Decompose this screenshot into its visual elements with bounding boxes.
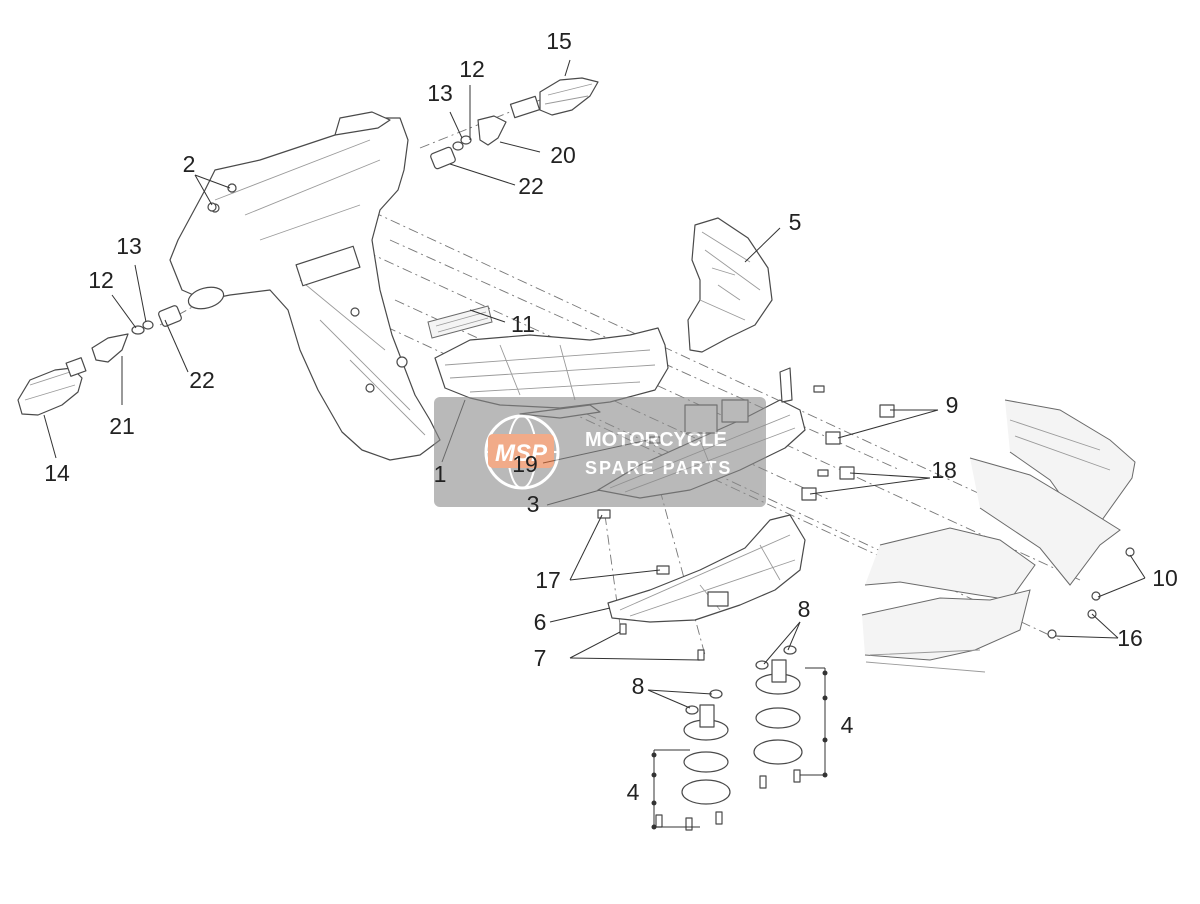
callout-14: 14 [44,460,70,486]
license-lamp-holder-right [753,645,803,765]
callout-1: 1 [434,461,447,487]
callout-8-left: 8 [632,673,645,699]
watermark-line1: MOTORCYCLE [585,429,727,451]
callout-20: 20 [550,142,576,168]
callout-4-right: 4 [841,712,854,738]
left-turn-signal [17,286,225,416]
callout-19: 19 [512,451,538,477]
watermark: MSP MOTORCYCLE SPARE PARTS [434,397,766,507]
callout-22-left: 22 [189,367,215,393]
callout-22-top: 22 [518,173,544,199]
callout-10: 10 [1152,565,1178,591]
reflector-part [427,305,493,339]
callout-9: 9 [946,392,959,418]
right-turn-signal [430,77,599,170]
callout-6: 6 [534,609,547,635]
taillight-assembly [434,327,669,419]
lower-tray-part [607,514,806,623]
callout-15: 15 [546,28,572,54]
watermark-background [434,397,766,507]
callout-13-left: 13 [116,233,142,259]
callout-17: 17 [535,567,561,593]
callout-18: 18 [931,457,957,483]
callout-12-top: 12 [459,56,485,82]
callout-12-left: 12 [88,267,114,293]
callout-7: 7 [534,645,547,671]
rear-mudguard-part [169,111,441,461]
callout-8-right: 8 [798,596,811,622]
license-lamp-holder-left [681,689,731,805]
callout-5: 5 [789,209,802,235]
callout-21: 21 [109,413,135,439]
callout-4-left: 4 [627,779,640,805]
callout-11: 11 [511,311,535,337]
fasteners [207,183,1135,831]
watermark-logo-text: MSP [495,440,548,467]
callout-labels: 1 2 3 4 4 5 6 7 8 8 9 10 11 12 12 13 13 … [44,28,1178,805]
callout-4-brackets [651,667,828,830]
callout-13-top: 13 [427,80,453,106]
callout-3: 3 [527,491,540,517]
callout-16: 16 [1117,625,1143,651]
callout-2: 2 [183,151,196,177]
watermark-logo-badge [488,434,554,468]
watermark-line2: SPARE PARTS [585,458,732,478]
side-cover-part [687,217,773,353]
right-body-panels [861,399,1136,673]
